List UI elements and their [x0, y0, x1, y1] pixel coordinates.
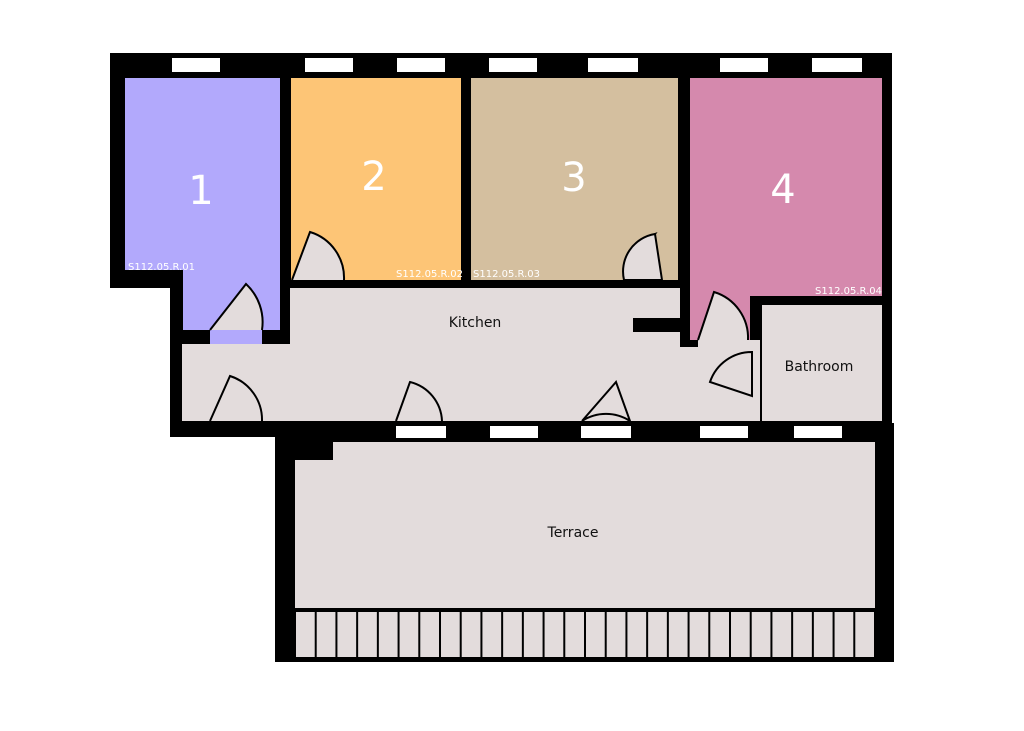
room-4-number: 4: [770, 167, 795, 213]
window: [397, 58, 445, 72]
windows: [172, 58, 862, 438]
terrace-railing: [294, 612, 876, 657]
door-room-1: [209, 282, 264, 331]
doors: [209, 230, 753, 424]
room-1-code: S112.05.R.01: [128, 262, 195, 273]
room-2-code: S112.05.R.02: [396, 269, 463, 280]
terrace-corner-pillar: [295, 442, 333, 460]
bathroom-label: Bathroom: [785, 359, 854, 375]
room-3-number: 3: [561, 155, 586, 201]
kitchen-label: Kitchen: [449, 315, 502, 331]
room-4-floor: [690, 78, 882, 340]
window: [588, 58, 638, 72]
door-room-3-leaf: [622, 232, 664, 281]
room-1-number: 1: [188, 168, 213, 214]
room-1: 1 S112.05.R.01: [125, 78, 280, 344]
window: [720, 58, 768, 72]
terrace-floor: [295, 442, 875, 608]
room-4-code: S112.05.R.04: [815, 286, 882, 297]
window: [700, 426, 748, 438]
door-bathroom: [708, 350, 753, 398]
room-4: 4 S112.05.R.04: [690, 78, 882, 340]
room-3-code: S112.05.R.03: [473, 269, 540, 280]
window: [305, 58, 353, 72]
kitchen-wall-stub: [633, 318, 683, 332]
room-1-floor: [125, 78, 280, 344]
door-room-4: [697, 290, 750, 341]
room-3: 3 S112.05.R.03: [471, 78, 678, 280]
window: [489, 58, 537, 72]
window: [172, 58, 220, 72]
door-room-2: [291, 230, 346, 281]
window: [794, 426, 842, 438]
door-terrace-left: [395, 380, 443, 422]
window: [490, 426, 538, 438]
window: [396, 426, 446, 438]
window: [581, 426, 631, 438]
bathroom-floor: [762, 305, 882, 421]
room-2-number: 2: [361, 154, 386, 200]
terrace-label: Terrace: [547, 525, 599, 541]
window: [812, 58, 862, 72]
door-terrace-right: [581, 380, 632, 424]
door-entrance: [209, 374, 264, 422]
